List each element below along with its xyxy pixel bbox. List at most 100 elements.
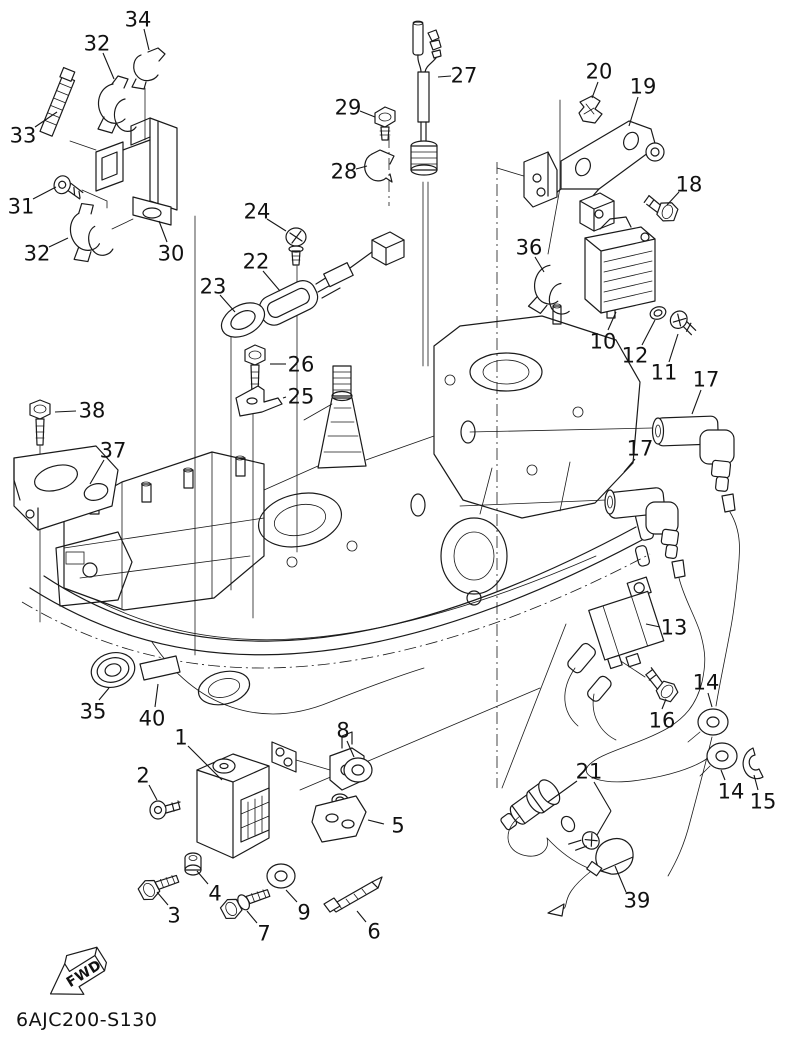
leader-line-24 (266, 218, 287, 232)
callout-17: 17 (627, 437, 654, 461)
engine-block-sketch (63, 297, 654, 611)
leader-line-12 (641, 319, 656, 346)
part-sketch-cable-tie-33 (39, 66, 76, 137)
part-sketch-connector-22 (258, 231, 405, 326)
leader-line-32 (102, 52, 115, 80)
part-sketch-damper-block (579, 192, 615, 232)
leader-line-28 (355, 165, 368, 170)
leader-line-36 (534, 256, 545, 273)
leader-line-31 (32, 186, 57, 200)
leader-line-6 (356, 910, 367, 923)
callout-15: 15 (750, 790, 777, 814)
leader-line-21 (547, 780, 578, 803)
part-sketch-bolt-38 (29, 399, 51, 446)
part-sketch-clamp-34 (131, 47, 166, 90)
part-sketch-plug-cap-17b (604, 487, 686, 579)
leader-line-30 (158, 220, 168, 243)
part-sketch-clamp-36 (527, 264, 570, 315)
leader-line-10 (607, 311, 617, 331)
leader-line-4 (196, 870, 209, 885)
callout-22: 22 (243, 250, 270, 274)
callout-40: 40 (139, 707, 166, 731)
callout-36: 36 (516, 236, 543, 260)
leader-line-15 (753, 774, 759, 791)
leader-line-3 (156, 891, 169, 906)
part-sketch-screw-24 (285, 227, 307, 266)
fwd-arrow: FWD (49, 946, 108, 995)
callout-28: 28 (331, 160, 358, 184)
part-sketch-grommet-14a (687, 708, 729, 743)
callout-26: 26 (288, 353, 315, 377)
callout-32: 32 (24, 242, 51, 266)
callout-35: 35 (80, 700, 107, 724)
leader-line-7 (246, 910, 258, 924)
callout-25: 25 (288, 385, 315, 409)
leader-line-17 (623, 458, 636, 473)
leader-line-13 (645, 623, 661, 628)
leader-line-17 (691, 389, 702, 415)
leader-line-35 (98, 687, 110, 701)
part-sketch-mount-bracket (523, 151, 558, 208)
leader-line-39 (614, 865, 627, 893)
leader-line-9 (285, 889, 298, 903)
part-sketch-bolt-16 (645, 667, 679, 703)
part-sketch-cdi-unit-1 (196, 753, 270, 859)
part-sketch-bracket-30 (95, 117, 178, 226)
leader-line-34 (143, 28, 150, 51)
leader-line-21 (596, 810, 612, 836)
callout-32: 32 (84, 32, 111, 56)
leader-line-27 (437, 75, 452, 78)
part-sketch-cable-tie-6 (323, 876, 383, 913)
part-sketch-grommet-23 (220, 302, 266, 338)
part-sketch-bracket-25 (235, 385, 283, 417)
part-sketch-bracket-19 (550, 120, 665, 199)
part-sketch-clamp-15 (742, 747, 764, 780)
part-sketch-rectifier-10 (584, 216, 656, 314)
callout-37: 37 (100, 439, 127, 463)
leader-line-29 (359, 110, 376, 118)
leader-line-19 (628, 96, 639, 127)
callout-33: 33 (10, 124, 37, 148)
leader-line-37 (89, 459, 105, 485)
part-sketch-plug-cap-35 (90, 652, 136, 688)
part-sketch-lock-plate-39 (547, 838, 634, 917)
part-sketch-bolt-18 (643, 194, 679, 222)
callout-29: 29 (335, 96, 362, 120)
callout-9: 9 (297, 901, 310, 925)
part-sketch-plug-cap-17a (651, 415, 736, 513)
callout-1: 1 (174, 726, 187, 750)
leader-line-1 (187, 745, 223, 781)
part-sketch-clip-20 (578, 95, 603, 124)
callout-16: 16 (649, 709, 676, 733)
leader-line-40 (154, 683, 159, 708)
part-sketch-grommet-14b (699, 742, 738, 777)
part-sketch-washer-12 (649, 306, 667, 320)
callout-23: 23 (200, 275, 227, 299)
callout-18: 18 (676, 173, 703, 197)
leader-line-8 (346, 740, 355, 758)
part-sketch-bolt-7 (219, 889, 271, 920)
part-sketch-cable-clamp-32b (69, 202, 114, 263)
callout-2: 2 (136, 764, 149, 788)
callout-27: 27 (451, 64, 478, 88)
part-sketch-collar-4 (184, 852, 202, 876)
callout-7: 7 (257, 922, 270, 946)
callout-14: 14 (718, 780, 745, 804)
part-sketch-bracket-37 (13, 445, 119, 531)
callout-13: 13 (661, 616, 688, 640)
leader-line-33 (34, 111, 58, 128)
part-sketch-clamp-28 (364, 149, 395, 183)
leader-line-21 (593, 781, 612, 812)
leader-line-25 (282, 396, 287, 399)
part-sketch-screw-2 (149, 800, 181, 820)
part-sketch-screw-31 (53, 175, 84, 200)
diagram-code: 6AJC200-S130 (16, 1009, 157, 1031)
callout-39: 39 (624, 889, 651, 913)
callout-38: 38 (79, 399, 106, 423)
part-sketch-bracket-5-group (271, 731, 367, 843)
callout-20: 20 (586, 60, 613, 84)
leader-line-2 (148, 784, 158, 801)
